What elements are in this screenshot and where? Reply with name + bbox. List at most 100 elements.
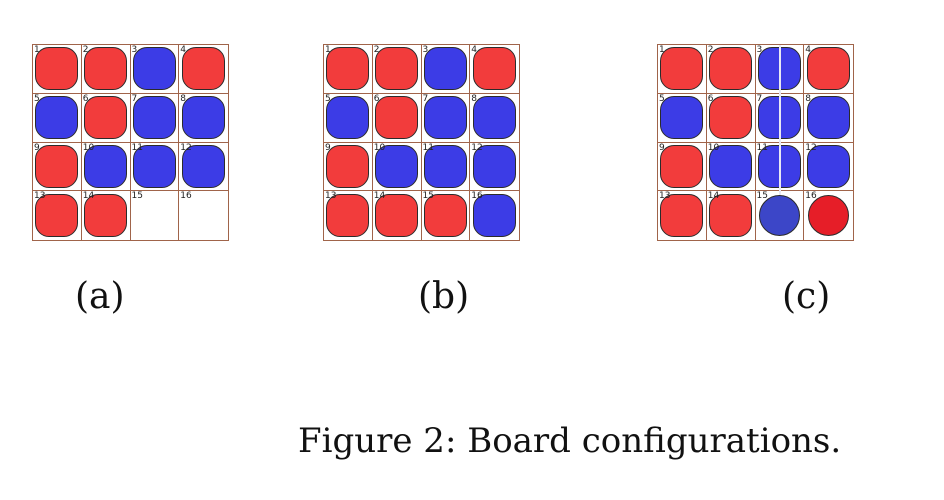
cell-number: 3 <box>756 45 763 55</box>
cell-number: 2 <box>373 45 380 55</box>
red-piece <box>35 194 79 238</box>
board-cell: 2 <box>81 45 131 94</box>
board-cell: 8 <box>470 94 519 143</box>
red-piece <box>84 96 128 140</box>
board-cell: 4 <box>470 45 519 94</box>
cell-number: 6 <box>373 93 380 104</box>
red-piece <box>84 47 128 91</box>
blue-piece <box>423 47 467 91</box>
cell-number: 14 <box>373 191 386 202</box>
board-cell: 12 <box>179 143 228 192</box>
cell-number: 5 <box>325 93 331 104</box>
blue-piece <box>758 195 800 237</box>
board-cell: 5 <box>324 93 373 143</box>
red-piece <box>808 195 850 237</box>
subfigure-label-c: (c) <box>782 276 831 317</box>
board-cell: 10 <box>81 142 131 192</box>
blue-piece <box>132 144 176 188</box>
board-cell: 7 <box>130 93 180 143</box>
cell-number: 10 <box>707 142 720 153</box>
board-cell: 10 <box>706 142 756 192</box>
red-piece <box>84 194 128 238</box>
board-cell: 14 <box>707 191 756 240</box>
cell-number: 3 <box>131 45 138 55</box>
cell-number: 7 <box>422 93 429 104</box>
cell-number: 12 <box>471 142 483 153</box>
red-piece <box>326 47 370 91</box>
board-cell: 14 <box>82 191 131 240</box>
red-piece <box>35 144 79 188</box>
blue-piece <box>132 47 176 91</box>
red-piece <box>660 194 704 238</box>
cell-number: 3 <box>422 45 429 55</box>
blue-piece <box>423 96 467 140</box>
blue-piece <box>473 144 517 188</box>
board-cell: 15 <box>756 191 805 240</box>
board-cell: 16 <box>470 191 519 240</box>
cell-number: 1 <box>325 45 331 55</box>
cell-number: 15 <box>131 191 143 202</box>
board-cell: 8 <box>804 94 853 143</box>
blue-piece <box>709 144 753 188</box>
board-cell: 8 <box>179 94 228 143</box>
red-piece <box>375 96 419 140</box>
cell-number: 16 <box>805 191 817 202</box>
cell-number: 4 <box>471 45 477 55</box>
red-piece <box>660 144 704 188</box>
cell-number: 6 <box>707 93 714 104</box>
board-cell: 4 <box>179 45 228 94</box>
red-piece <box>709 96 753 140</box>
blue-piece <box>132 96 176 140</box>
board-cell: 6 <box>81 93 131 143</box>
board-cell: 4 <box>804 45 853 94</box>
board-cell: 1 <box>33 45 82 94</box>
red-piece <box>375 47 419 91</box>
column-highlight-line <box>778 45 781 196</box>
board-cell: 5 <box>33 93 82 143</box>
cell-number: 6 <box>82 93 89 104</box>
cell-number: 13 <box>325 191 337 202</box>
board-cell: 14 <box>373 191 422 240</box>
board-cell: 11 <box>421 142 471 192</box>
board-cell: 12 <box>470 143 519 192</box>
board-cell: 3 <box>421 45 471 94</box>
blue-piece <box>35 96 79 140</box>
cell-number: 16 <box>180 191 192 202</box>
subfigure-label-b: (b) <box>418 276 470 317</box>
board-cell: 16 <box>804 191 853 240</box>
red-piece <box>423 194 467 238</box>
cell-number: 5 <box>659 93 665 104</box>
red-piece <box>807 47 851 91</box>
cell-number: 13 <box>659 191 671 202</box>
board-cell: 11 <box>130 142 180 192</box>
blue-piece <box>182 96 226 140</box>
board-cell: 7 <box>421 93 471 143</box>
board-cell: 1 <box>324 45 373 94</box>
cell-number: 7 <box>131 93 138 104</box>
cell-number: 13 <box>34 191 46 202</box>
cell-number: 4 <box>180 45 186 55</box>
board-cell: 9 <box>658 142 707 192</box>
cell-number: 4 <box>805 45 811 55</box>
blue-piece <box>182 144 226 188</box>
cell-number: 2 <box>707 45 714 55</box>
red-piece <box>660 47 704 91</box>
red-piece <box>709 194 753 238</box>
cell-number: 10 <box>82 142 95 153</box>
red-piece <box>326 194 370 238</box>
board-cell: 1 <box>658 45 707 94</box>
red-piece <box>182 47 226 91</box>
cell-number: 9 <box>325 142 331 153</box>
red-piece <box>709 47 753 91</box>
board-cell: 16 <box>179 191 228 240</box>
board-cell: 15 <box>131 191 180 240</box>
cell-number: 1 <box>659 45 665 55</box>
blue-piece <box>807 144 851 188</box>
blue-piece <box>473 96 517 140</box>
blue-piece <box>326 96 370 140</box>
blue-piece <box>375 144 419 188</box>
board-cell: 10 <box>372 142 422 192</box>
